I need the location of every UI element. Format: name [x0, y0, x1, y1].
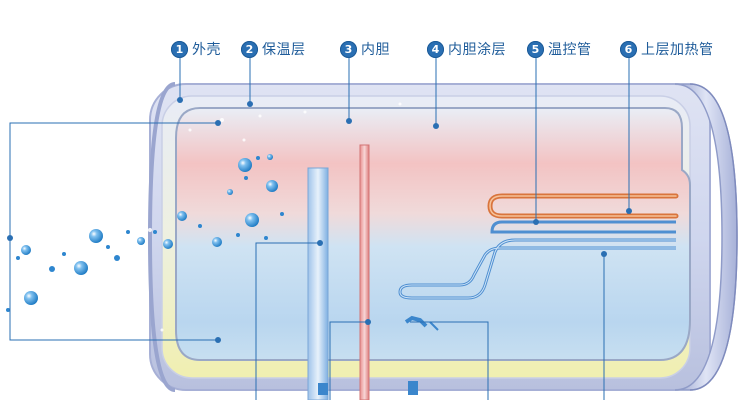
callout-label-coating: 内胆涂层: [448, 42, 506, 58]
callout-number-4: 4: [427, 40, 444, 58]
left-end-cap: [147, 82, 176, 392]
callout-label-thermostat-tube: 温控管: [548, 42, 592, 58]
inner-tank: [175, 107, 691, 361]
callout-number-5: 5: [527, 40, 544, 58]
cold-inlet-pipe: [307, 167, 329, 400]
callout-thermostat-tube: 5 温控管: [527, 38, 592, 60]
callout-label-upper-heater: 上层加热管: [641, 42, 714, 58]
callout-number-3: 3: [340, 40, 357, 58]
callout-shell: 1 外壳: [171, 38, 221, 60]
callout-inner-tank: 3 内胆: [340, 38, 390, 60]
callout-coating: 4 内胆涂层: [427, 38, 506, 60]
callout-insulation: 2 保温层: [241, 38, 306, 60]
callout-number-6: 6: [620, 40, 637, 58]
callout-upper-heater: 6 上层加热管: [620, 38, 714, 60]
callout-label-inner-tank: 内胆: [361, 42, 390, 58]
callout-label-shell: 外壳: [192, 42, 221, 58]
thermostat-tube: [490, 220, 676, 234]
hot-outlet-pipe: [359, 144, 370, 400]
callout-number-1: 1: [171, 40, 188, 58]
callout-label-insulation: 保温层: [262, 42, 306, 58]
callout-number-2: 2: [241, 40, 258, 58]
